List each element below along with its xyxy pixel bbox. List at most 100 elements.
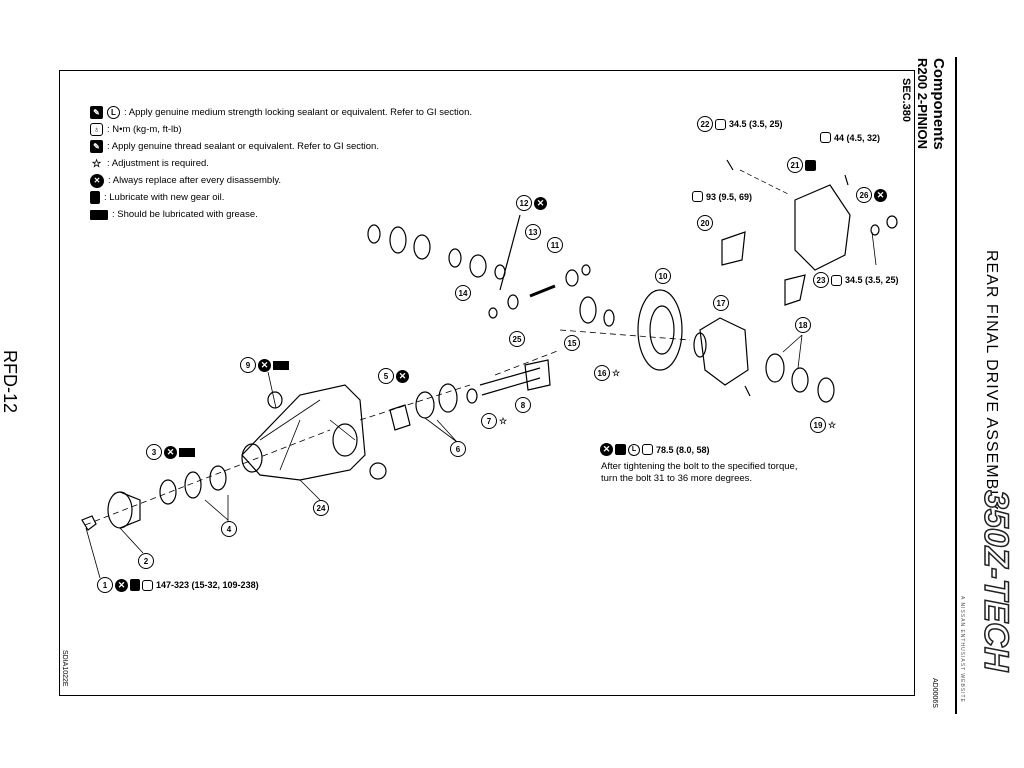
drive-gear-bolt xyxy=(744,385,751,397)
part-number-badge: 5 xyxy=(378,368,394,384)
watermark-logo-350z-tech: 350Z-TECH xyxy=(976,490,1015,674)
carrier-housing xyxy=(241,384,366,481)
pinion-mate-shaft xyxy=(529,284,556,298)
part-number-badge: 22 xyxy=(697,116,713,132)
side-gear-thrust-washer xyxy=(603,309,615,327)
legend-row-replace: ✕ : Always replace after every disassemb… xyxy=(90,172,472,189)
front-oil-seal xyxy=(159,479,177,505)
drive-pinion-gear xyxy=(524,359,551,391)
part-number-badge: 15 xyxy=(564,335,580,351)
rear-cover xyxy=(794,184,851,271)
legend: ✎ L : Apply genuine medium strength lock… xyxy=(90,104,472,223)
torque-value: 93 (9.5, 69) xyxy=(706,191,753,202)
pinion-height-washer xyxy=(466,388,478,404)
star-icon: ☆ xyxy=(612,367,621,378)
legend-row-locking-sealant: ✎ L : Apply genuine medium strength lock… xyxy=(90,104,472,121)
callout-4: 4 xyxy=(221,521,239,537)
callout-20: 20 xyxy=(697,215,715,231)
part-number-badge: 2 xyxy=(138,553,154,569)
callout-10: 10 xyxy=(655,268,673,284)
torque-wrench-icon xyxy=(831,274,842,286)
legend-text: : Always replace after every disassembly… xyxy=(108,175,282,186)
part-number-badge: 10 xyxy=(655,268,671,284)
side-gear xyxy=(469,254,487,278)
replace-x-icon: ✕ xyxy=(258,358,271,372)
pinion-front-bearing-outer-race xyxy=(209,465,227,491)
callout-44: 44 (4.5, 32) xyxy=(820,132,880,143)
companion-flange xyxy=(107,491,133,529)
callout-bolt-torque: ✕ L 78.5 (8.0, 58) xyxy=(600,443,710,456)
pinion-mate-gear-2 xyxy=(565,269,579,287)
part-number-badge: 26 xyxy=(856,187,872,203)
part-number-badge: 25 xyxy=(509,331,525,347)
star-icon: ☆ xyxy=(499,415,508,426)
replace-x-icon: ✕ xyxy=(115,578,128,592)
callout-23: 23 34.5 (3.5, 25) xyxy=(813,272,899,288)
sealant-icon: ✎ xyxy=(90,140,103,153)
sealant-icon xyxy=(615,444,626,455)
callout-3: 3 ✕ xyxy=(146,444,197,460)
legend-text: : Apply genuine thread sealant or equiva… xyxy=(107,141,379,152)
filler-plug xyxy=(886,215,898,229)
replace-x-icon: ✕ xyxy=(874,188,887,202)
oil-seal-9 xyxy=(267,391,283,409)
part-number-badge: 18 xyxy=(795,317,811,333)
legend-text: : Adjustment is required. xyxy=(107,158,209,169)
header-rule xyxy=(955,57,957,714)
part-number-badge: 14 xyxy=(455,285,471,301)
callout-1: 1 ✕ 147-323 (15-32, 109-238) xyxy=(97,577,259,593)
callout-2: 2 xyxy=(138,553,156,569)
side-bearing xyxy=(765,353,785,383)
callout-18: 18 xyxy=(795,317,813,333)
part-number-badge: 24 xyxy=(313,500,329,516)
part-number-badge: 23 xyxy=(813,272,829,288)
side-bearing-left-race xyxy=(413,234,431,260)
grease-icon xyxy=(90,209,108,220)
callout-21: 21 xyxy=(787,157,818,173)
torque-wrench-icon xyxy=(642,444,653,455)
part-number-badge: 3 xyxy=(146,444,162,460)
callout-9: 9 ✕ xyxy=(240,357,291,373)
part-number-badge: 17 xyxy=(713,295,729,311)
part-number-badge: 6 xyxy=(450,441,466,457)
part-number-badge: 20 xyxy=(697,215,713,231)
torque-value: 147-323 (15-32, 109-238) xyxy=(156,580,259,590)
snap-ring xyxy=(367,224,381,244)
drive-pinion-nut xyxy=(81,515,97,531)
collapsible-spacer xyxy=(389,404,411,431)
note-line: turn the bolt 31 to 36 more degrees. xyxy=(601,473,753,484)
plug xyxy=(369,462,387,480)
legend-row-gear-oil: : Lubricate with new gear oil. xyxy=(90,189,472,206)
callout-17: 17 xyxy=(713,295,731,311)
watermark-brand: 350Z-TECH xyxy=(977,490,1015,673)
rear-cover-bolts xyxy=(726,159,849,186)
pinion-mate-gear xyxy=(507,294,519,310)
side-bearing-left xyxy=(389,226,407,254)
side-bearing-outer-race xyxy=(791,367,809,393)
torque-wrench-icon: ♁ xyxy=(90,123,103,136)
legend-row-adjustment: ☆ : Adjustment is required. xyxy=(90,155,472,172)
callout-13: 13 xyxy=(525,224,543,240)
locking-l-icon: L xyxy=(107,106,120,119)
part-number-badge: 21 xyxy=(787,157,803,173)
torque-value: 34.5 (3.5, 25) xyxy=(845,275,899,285)
replace-x-icon: ✕ xyxy=(600,443,613,456)
part-number-badge: 19 xyxy=(810,417,826,433)
pinion-rear-bearing xyxy=(438,383,458,413)
callout-19: 19 ☆ xyxy=(810,417,836,433)
gear-oil-icon xyxy=(90,191,100,204)
rear-cover-mounting-upper xyxy=(721,231,746,266)
axis-line xyxy=(84,329,691,526)
replace-x-icon: ✕ xyxy=(164,445,177,459)
torque-value: 78.5 (8.0, 58) xyxy=(656,444,710,455)
legend-row-thread-sealant: ✎ : Apply genuine thread sealant or equi… xyxy=(90,138,472,155)
part-number-badge: 12 xyxy=(516,195,532,211)
diagram-frame xyxy=(59,70,915,696)
legend-text: : Apply genuine medium strength locking … xyxy=(124,107,473,118)
torque-wrench-icon xyxy=(715,118,726,130)
star-icon: ☆ xyxy=(828,419,837,430)
callout-93: 93 (9.5, 69) xyxy=(692,191,752,202)
lock-pin xyxy=(499,214,521,291)
replace-x-icon: ✕ xyxy=(396,369,409,383)
replace-x-icon: ✕ xyxy=(534,196,547,210)
